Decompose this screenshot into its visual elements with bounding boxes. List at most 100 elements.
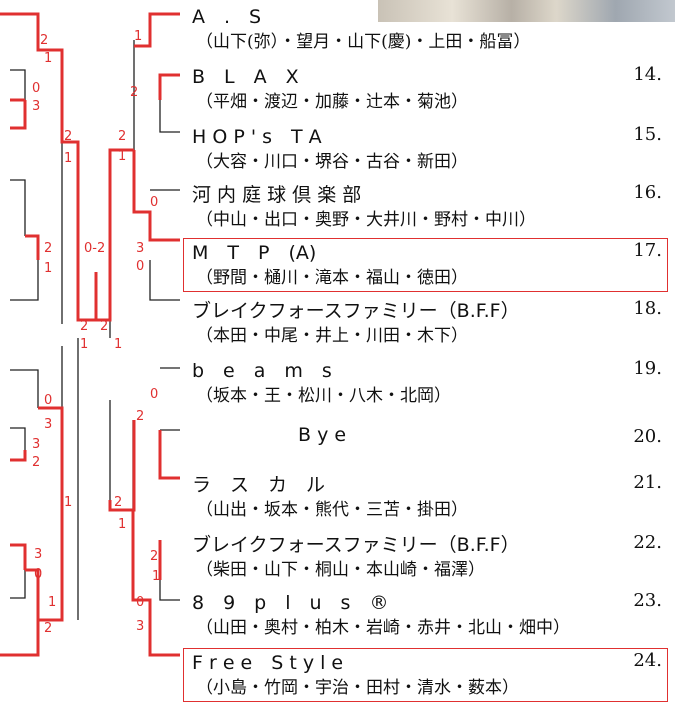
bracket-line [10, 369, 39, 408]
team-name: 河 内 庭 球 倶 楽 部 [192, 184, 362, 206]
match-score: 1 [48, 595, 56, 610]
seed-number: 24. [633, 650, 662, 671]
team-name: B y e [298, 424, 347, 446]
team-members: （小島・竹岡・宇治・田村・清水・薮本） [196, 678, 519, 698]
team-members: （野間・樋川・滝本・福山・徳田） [196, 268, 468, 288]
bracket-line [159, 75, 180, 133]
winner-line [0, 12, 98, 322]
team-name: ブレイクフォースファミリー（B.F.F） [192, 534, 520, 556]
team-highlight-box [183, 648, 668, 702]
team-entry: A . S （山下(弥）・望月・山下(慶)・上田・船冨） [192, 2, 662, 58]
seed-number: 15. [633, 124, 662, 145]
match-score: 2 [114, 495, 122, 510]
match-score: 3 [34, 547, 42, 562]
match-score: 1 [64, 151, 72, 166]
team-members: （坂本・王・松川・八木・北岡） [196, 386, 451, 406]
match-score: 1 [152, 569, 160, 584]
team-members: （山田・奥村・柏木・岩崎・赤井・北山・畑中） [196, 618, 570, 638]
winner-line [158, 73, 180, 100]
match-score: 3 [136, 619, 144, 634]
winner-line [25, 510, 64, 622]
team-entry: b e a m s （坂本・王・松川・八木・北岡） 19. [192, 356, 662, 412]
match-score: 1 [118, 149, 126, 164]
winner-line [131, 510, 180, 657]
match-score: 1 [114, 337, 122, 352]
match-score: 2 [32, 455, 40, 470]
winner-line [0, 620, 40, 657]
team-members: （本田・中尾・井上・川田・木下） [196, 326, 468, 346]
match-score: 0 [32, 81, 40, 96]
match-score: 1 [44, 51, 52, 66]
team-entry: 8 9 p l u s ® （山田・奥村・柏木・岩崎・赤井・北山・畑中） 23. [192, 588, 662, 644]
match-score: 1 [80, 337, 88, 352]
photo-strip [378, 0, 675, 22]
team-name: M T P (A) [192, 242, 317, 264]
match-score: 3 [32, 99, 40, 114]
match-score: 2 [118, 129, 126, 144]
team-name: ブレイクフォースファミリー（B.F.F） [192, 300, 520, 322]
match-score: 2 [40, 33, 48, 48]
bracket-line [10, 179, 26, 236]
team-entry: ブレイクフォースファミリー（B.F.F） （柴田・山下・桐山・本山崎・福澤） 22. [192, 530, 662, 586]
team-members: （柴田・山下・桐山・本山崎・福澤） [196, 560, 485, 580]
seed-number: 16. [633, 182, 662, 203]
team-name: b e a m s [192, 360, 332, 382]
match-score: 1 [118, 517, 126, 532]
winner-line [108, 420, 136, 512]
match-score: 2 [80, 319, 88, 334]
team-name: H O P ' s T A [192, 126, 322, 148]
match-score: 1 [134, 29, 142, 44]
team-entry: H O P ' s T A （大容・川口・堺谷・古谷・新田） 15. [192, 122, 662, 178]
bracket-line [10, 260, 39, 301]
team-members: （平畑・渡辺・加藤・辻本・菊池） [196, 92, 468, 112]
team-members: （山出・坂本・熊代・三苫・掛田） [196, 500, 468, 520]
bracket-line [149, 260, 180, 301]
match-score: 3 [44, 417, 52, 432]
bracket-line [159, 580, 180, 601]
seed-number: 17. [633, 240, 662, 261]
winner-line [158, 430, 180, 480]
team-name: B L A X [192, 66, 299, 88]
winner-line [134, 12, 180, 48]
match-score: 0 [150, 387, 158, 402]
match-score: 0 [150, 195, 158, 210]
team-highlight-box [183, 238, 668, 292]
team-members: （大容・川口・堺谷・古谷・新田） [196, 152, 468, 172]
team-entry: ラ ス カ ル （山出・坂本・熊代・三苫・掛田） 21. [192, 470, 662, 526]
team-name: ラ ス カ ル [192, 474, 326, 496]
match-score: 3 [32, 437, 40, 452]
seed-number: 14. [633, 64, 662, 85]
team-name: 8 9 p l u s ® [192, 592, 389, 614]
winner-line [38, 406, 64, 510]
team-entry: B L A X （平畑・渡辺・加藤・辻本・菊池） 14. [192, 62, 662, 118]
seed-number: 23. [633, 590, 662, 611]
bracket-line [10, 570, 26, 599]
match-score: 2 [44, 241, 52, 256]
seed-number: 21. [633, 472, 662, 493]
match-score: 2 [44, 621, 52, 636]
winner-line [96, 148, 134, 322]
seed-number: 19. [633, 358, 662, 379]
team-name: F r e e S t y l e [192, 652, 344, 674]
seed-number: 18. [633, 298, 662, 319]
match-score: 1 [44, 261, 52, 276]
winner-line [25, 234, 40, 260]
match-score: 0 [136, 595, 144, 610]
team-name: A . S [192, 6, 262, 28]
team-entry: 河 内 庭 球 倶 楽 部 （中山・出口・奥野・大井川・野村・中川） 16. [192, 180, 662, 236]
match-score: 2 [130, 85, 138, 100]
winner-line [10, 100, 27, 130]
team-members: （中山・出口・奥野・大井川・野村・中川） [196, 210, 536, 230]
team-members: （山下(弥）・望月・山下(慶)・上田・船冨） [196, 32, 531, 52]
seed-number: 22. [633, 532, 662, 553]
match-score: 0 [44, 393, 52, 408]
match-score: 2 [136, 409, 144, 424]
team-entry: M T P (A) （野間・樋川・滝本・福山・徳田） 17. [192, 238, 662, 294]
bracket-line [10, 69, 26, 100]
winner-line [10, 450, 27, 462]
match-score: 0-2 [84, 241, 105, 256]
winner-line [132, 150, 180, 242]
